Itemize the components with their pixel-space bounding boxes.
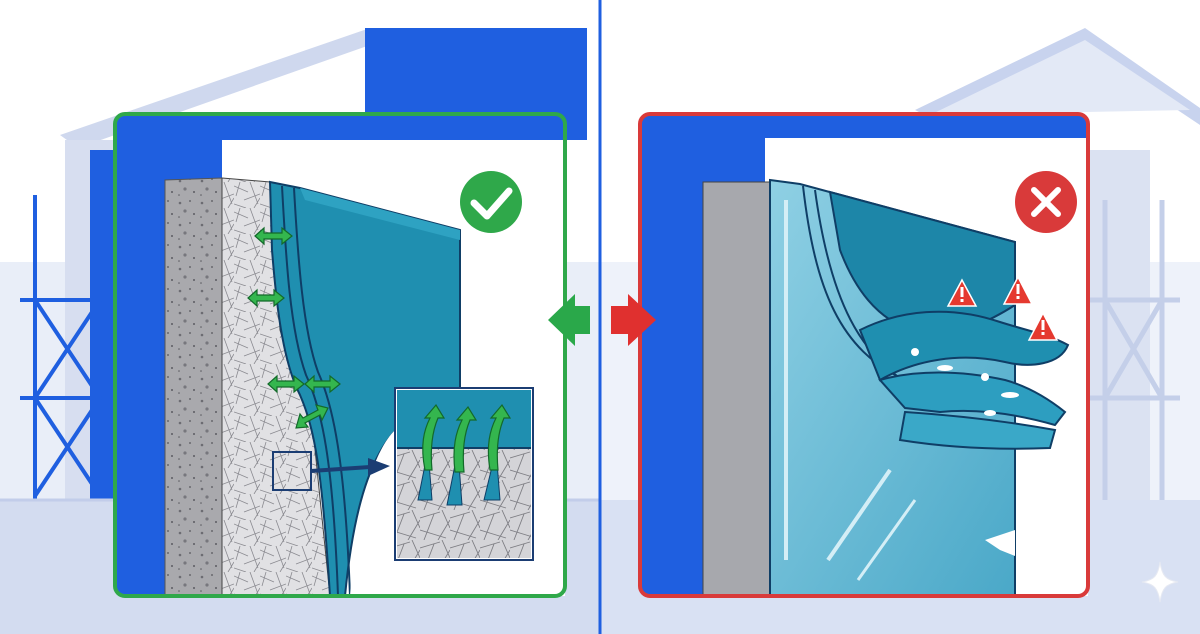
bad-panel-frame: [638, 112, 1090, 598]
check-circle-icon: [460, 171, 522, 233]
warning-triangle-icon: [1002, 275, 1034, 305]
good-panel: [113, 112, 567, 598]
concrete-layer: [164, 177, 223, 597]
right-scaffolding: [1090, 200, 1180, 500]
bad-indicator-arrow: [611, 294, 656, 346]
zoom-inset: [394, 387, 534, 561]
warning-triangle-icon: [946, 278, 978, 307]
bad-panel: [638, 112, 1090, 598]
adhesion-arrows: [247, 226, 341, 429]
warning-triangle-icon: [1027, 311, 1059, 341]
sparkle-icon: [1141, 561, 1179, 603]
cross-circle-icon: [1015, 171, 1077, 233]
smooth-concrete: [702, 181, 774, 597]
good-panel-frame: [113, 112, 567, 598]
penetration-arrows: [422, 403, 512, 473]
good-indicator-arrow: [548, 294, 590, 346]
